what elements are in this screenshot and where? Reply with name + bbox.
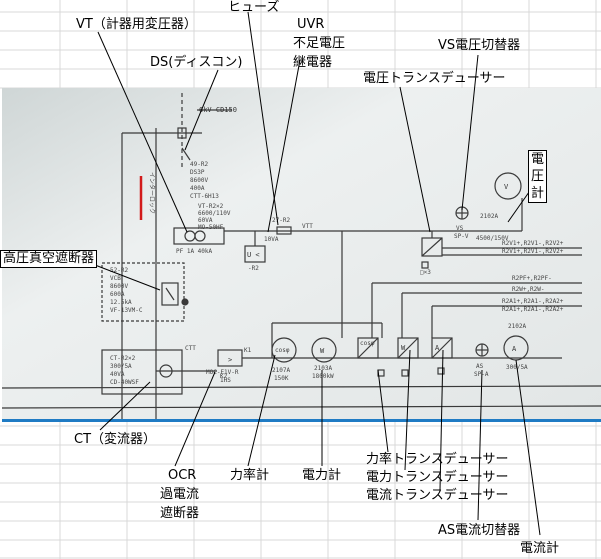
output-label: R2V1+,R2V1-,R2V2+ [502,240,564,247]
uvr-spec: -R2 [248,265,259,272]
power-meter-label: 電力計 [302,468,342,483]
voltmeter-label-2: 圧 [531,169,545,184]
vt-spec: VT-R2×2 [198,203,224,210]
td-w: W [401,344,406,352]
vcb-spec: 52-R2 [110,267,128,274]
ocr-k2: K2 [220,373,228,380]
am-spec: 300/5A [506,364,528,371]
output-label: R2A1+,R2A1-,R2A2+ [502,298,564,305]
fuse-label: ヒューズ [228,0,280,15]
voltmeter-label-1: 電 [531,152,545,167]
vs-label: VS電圧切替器 [438,38,521,53]
am-spec: 2102A [508,323,526,330]
cos-spec: 2107A [272,367,290,374]
vcb-spec: 600A [110,291,125,298]
vcb-spec: 12.5kA [110,299,132,306]
pf-transducer-label: 力率トランスデューサー [366,452,509,467]
vt-label: VT（計器用変圧器） [76,17,197,32]
vtt-tag: VTT [302,223,313,230]
ct-label: CT（変流器） [74,432,157,447]
w-symbol: W [320,347,325,355]
uvr-label-sub1: 不足電圧 [293,36,346,51]
ct-spec: 40VA [110,371,125,378]
uvr-label-title: UVR [297,17,325,32]
output-label: R2PF+,R2PF- [512,275,552,282]
vt-spec: MO-50HF [198,224,224,231]
ocr-k1: K1 [244,347,252,354]
vcb-spec: 8600V [110,283,128,290]
vs-spec: SP-V [454,233,469,240]
vcb-spec: VCB [110,275,121,282]
vt-spec: 60VA [198,217,213,224]
vm-symbol: V [504,183,509,191]
top-bus-text: 6kV CD150 [199,106,237,114]
voltmeter-label: 電 圧 計 [528,150,548,203]
ds-spec: 400A [190,185,205,192]
vt-spec: 6600/110V [198,210,231,217]
current-transducer-label: 電流トランスデューサー [366,488,509,503]
output-label: R2W+,R2W- [512,286,545,293]
selection-line [2,419,601,422]
output-label: R2A1+,R2A1-,R2A2+ [502,306,564,313]
k3-tag: □×3 [420,269,431,276]
ocr-label-2: 過電流 [160,487,200,502]
td-cos: cosφ [360,340,375,347]
ct-spec: CT-R2×2 [110,355,136,362]
ct-spec: 300/5A [110,363,132,370]
ocr-spec: 1HS [220,377,231,384]
am-symbol: A [512,345,517,353]
ctt-tag: CTT [185,345,196,352]
w-spec: 1800kW [312,373,334,380]
interlock-text: インターロック [148,172,156,214]
vs-tag: VS [456,225,464,232]
ammeter-label: 電流計 [520,541,560,556]
cos-symbol: cosφ [275,347,290,354]
vcb-spec: VF-13VM-C [110,307,143,314]
ds-spec: CTT-6H13 [190,193,219,200]
pf-spec: PF 1A 40kA [176,248,213,255]
fuse-rating: 10VA [264,236,279,243]
voltmeter-label-3: 計 [531,186,545,201]
ocr-spec: MOC-E1V-R [206,369,239,376]
vcb-label: 高圧真空遮断器 [0,250,98,268]
output-label: R2V1+,R2V1-,R2V2+ [502,248,564,255]
as-switch-label: AS電流切替器 [438,523,521,538]
uvr-label-sub2: 継電器 [293,55,333,70]
ocr-label-3: 遮断器 [160,506,200,521]
as-tag: AS [476,363,484,370]
voltage-transducer-label: 電圧トランスデューサー [363,71,506,86]
uvr-mark: U < [247,251,260,259]
vm-spec: 2102A [480,213,498,220]
w-spec: 2103A [314,365,332,372]
ds-spec: 49-R2 [190,161,208,168]
ocr-mark: > [228,356,232,364]
td-a: A [435,344,440,352]
fuse-spec: 27-R2 [272,217,290,224]
ds-spec: 8600V [190,177,208,184]
vm-spec: 4500/150V [476,235,509,242]
ds-spec: DS3P [190,169,205,176]
as-spec: SP-A [474,371,489,378]
ds-label: DS(ディスコン) [150,55,243,70]
power-transducer-label: 電力トランスデューサー [366,470,509,485]
ocr-label-1: OCR [168,468,197,483]
cos-spec: 150K [274,375,289,382]
diagram-photo: 6kV CD150 49-R2 DS3P 8600V 400A CTT-6H13… [2,88,601,422]
ct-spec: CD-40WSF [110,379,139,386]
pf-meter-label: 力率計 [230,468,270,483]
